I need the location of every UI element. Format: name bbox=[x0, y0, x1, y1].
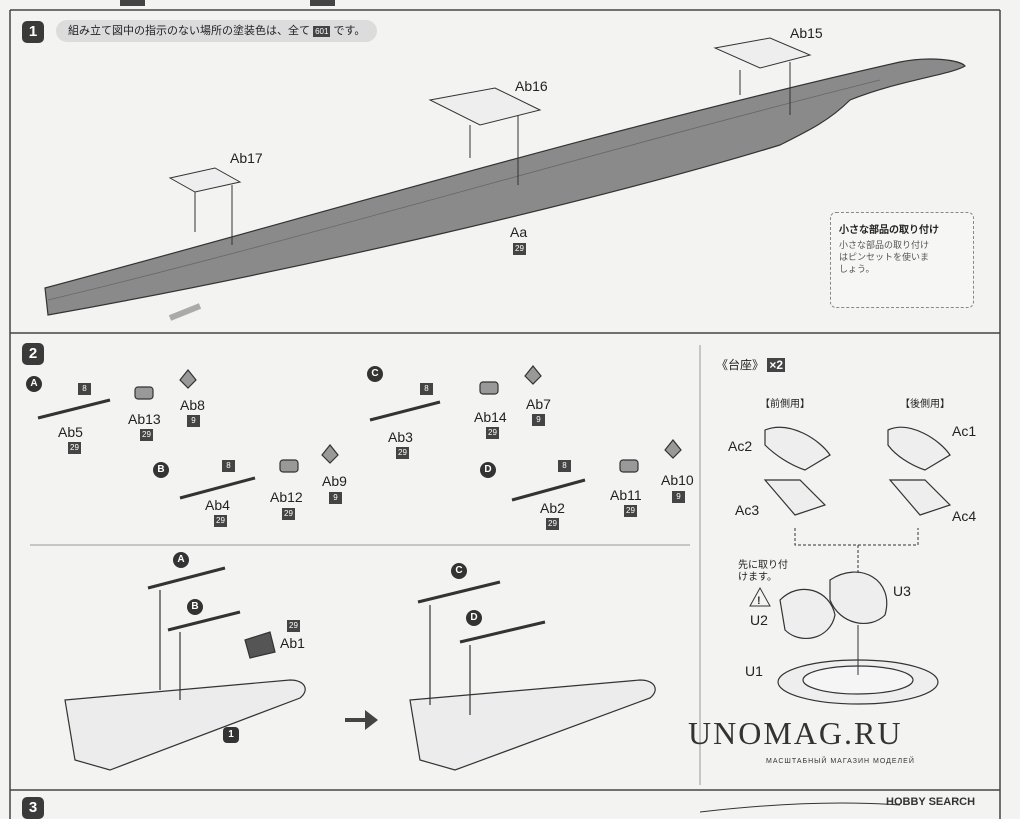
stand-u1: U1 bbox=[745, 663, 763, 679]
hobby-search-logo: HOBBY SEARCH bbox=[886, 796, 976, 808]
hull-aa bbox=[44, 58, 966, 316]
stand-front: 【前側用】 bbox=[760, 399, 810, 410]
tip-title: 小さな部品の取り付け bbox=[839, 225, 939, 236]
b-ab12: Ab12 bbox=[270, 489, 303, 505]
b-ab4: Ab4 bbox=[205, 497, 230, 513]
sub-d: D bbox=[480, 462, 496, 478]
d-ab10: Ab10 bbox=[661, 472, 694, 488]
d-ab2: Ab2 bbox=[540, 500, 565, 516]
part-ab17: Ab17 bbox=[230, 150, 263, 166]
stand-u3: U3 bbox=[893, 583, 911, 599]
stand-times: ×2 bbox=[767, 358, 786, 372]
d-ab10c: 9 bbox=[672, 491, 685, 503]
d-ab11c: 29 bbox=[624, 505, 637, 517]
stand-u2: U2 bbox=[750, 612, 768, 628]
stand-first: 先に取り付けます。 bbox=[738, 560, 788, 583]
c-ab3: Ab3 bbox=[388, 429, 413, 445]
step1-number: 1 bbox=[22, 21, 44, 43]
stand-ac1: Ac1 bbox=[952, 423, 977, 439]
note-code: 601 bbox=[313, 26, 331, 37]
part-ab15: Ab15 bbox=[790, 25, 823, 41]
stand-ac2: Ac2 bbox=[728, 438, 753, 454]
a-ab5c: 29 bbox=[68, 442, 81, 454]
b-ab9: Ab9 bbox=[322, 473, 347, 489]
a-ab13c: 29 bbox=[140, 429, 153, 441]
c-ab7c: 9 bbox=[532, 414, 545, 426]
sub-c: C bbox=[367, 366, 383, 382]
a-ab8: Ab8 bbox=[180, 397, 205, 413]
sub-c-2: C bbox=[451, 563, 467, 579]
stand-ac4: Ac4 bbox=[952, 508, 977, 524]
c-ab14: Ab14 bbox=[474, 409, 507, 425]
b-ab9c: 9 bbox=[329, 492, 342, 504]
a-ab8c: 9 bbox=[187, 415, 200, 427]
step3-number: 3 bbox=[22, 797, 44, 819]
sub-a-2: A bbox=[173, 552, 189, 568]
b-ab12c: 29 bbox=[282, 508, 295, 520]
watermark-main: UNOMAG.RU bbox=[688, 715, 903, 751]
tip-text: 小さな部品の取り付けはピンセットを使いましょう。 bbox=[839, 240, 930, 274]
part-ab16: Ab16 bbox=[515, 78, 548, 94]
ab1-code: 29 bbox=[287, 620, 300, 632]
c-ab14c: 29 bbox=[486, 427, 499, 439]
sub-b: B bbox=[153, 462, 169, 478]
c-ab7: Ab7 bbox=[526, 396, 551, 412]
part-aa-code: 29 bbox=[513, 243, 526, 255]
step2-number: 2 bbox=[22, 343, 44, 365]
part-aa: Aa bbox=[510, 224, 528, 240]
a-ab13: Ab13 bbox=[128, 411, 161, 427]
sub-b-2: B bbox=[187, 599, 203, 615]
a-c8: 8 bbox=[78, 383, 91, 395]
c-c8: 8 bbox=[420, 383, 433, 395]
note-pre: 組み立て図中の指示のない場所の塗装色は、全て bbox=[68, 25, 310, 37]
svg-text:!: ! bbox=[757, 595, 761, 607]
b-c8: 8 bbox=[222, 460, 235, 472]
stand-rear: 【後側用】 bbox=[900, 399, 950, 410]
d-ab2c: 29 bbox=[546, 518, 559, 530]
a-ab5: Ab5 bbox=[58, 424, 83, 440]
tip-box: 小さな部品の取り付け 小さな部品の取り付けはピンセットを使いましょう。 bbox=[830, 212, 974, 308]
ab1-label: Ab1 bbox=[280, 635, 305, 651]
stand-title: 《台座》 ×2 bbox=[716, 356, 786, 373]
watermark-sub: МАСШТАБНЫЙ МАГАЗИН МОДЕЛЕЙ bbox=[766, 758, 915, 765]
d-c8: 8 bbox=[558, 460, 571, 472]
c-ab3c: 29 bbox=[396, 447, 409, 459]
ref-step1: 1 bbox=[223, 727, 239, 743]
note-post: です。 bbox=[333, 25, 366, 37]
step1-note: 組み立て図中の指示のない場所の塗装色は、全て 601 です。 bbox=[56, 20, 378, 42]
d-ab11: Ab11 bbox=[610, 487, 642, 503]
stand-ac3: Ac3 bbox=[735, 502, 760, 518]
b-ab4c: 29 bbox=[214, 515, 227, 527]
sub-a: A bbox=[26, 376, 42, 392]
stand-title-text: 《台座》 bbox=[716, 358, 765, 372]
sub-d-2: D bbox=[466, 610, 482, 626]
